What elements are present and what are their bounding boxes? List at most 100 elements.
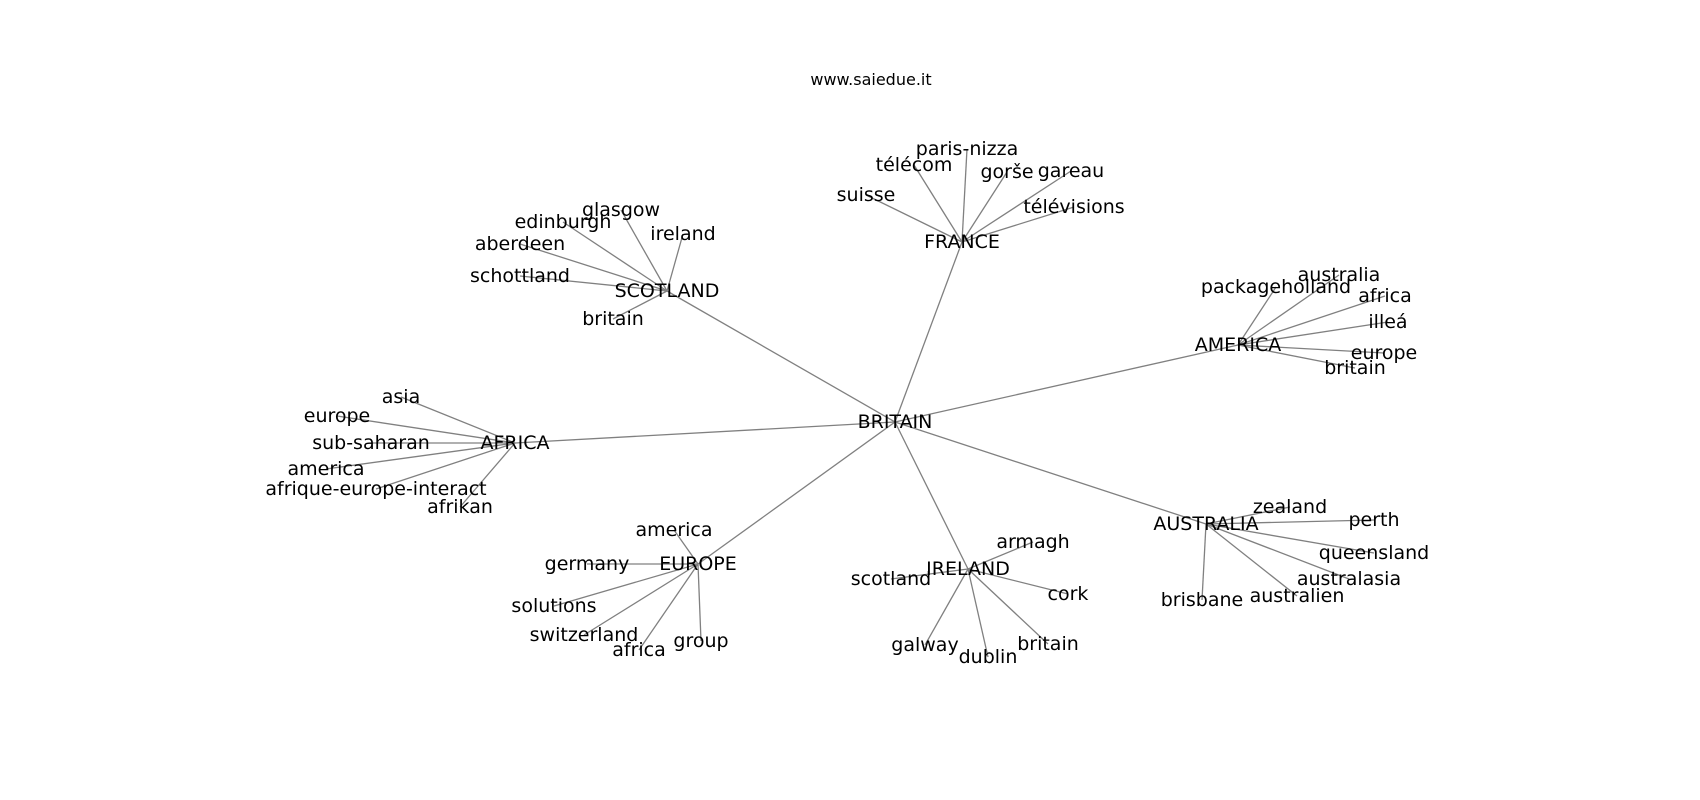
- node-leaf-france-gareau: gareau: [1038, 160, 1104, 182]
- node-leaf-france-gorse: gorše: [980, 161, 1033, 183]
- edge-ireland-scotland: [890, 568, 969, 580]
- edge-australia-queensland: [1205, 523, 1375, 554]
- node-leaf-ireland-galway: galway: [891, 634, 958, 656]
- edge-root-france: [894, 241, 963, 423]
- node-cluster-europe: EUROPE: [659, 553, 737, 575]
- edge-france-paris-nizza: [961, 148, 968, 243]
- node-leaf-ireland-britain: britain: [1017, 633, 1079, 655]
- node-leaf-australia-brisbane: brisbane: [1161, 589, 1244, 611]
- edge-america-illea: [1237, 321, 1389, 346]
- node-root: BRITAIN: [858, 411, 933, 433]
- node-leaf-america-packageholland: packageholland: [1201, 276, 1351, 298]
- node-leaf-scotland-glasgow: glasgow: [582, 199, 660, 221]
- node-leaf-australia-queensland: queensland: [1319, 542, 1429, 564]
- edge-america-europe: [1237, 344, 1385, 354]
- edge-africa-asia: [400, 396, 516, 444]
- node-leaf-america-europe: europe: [1351, 342, 1418, 364]
- node-leaf-australia-australien: australien: [1250, 585, 1345, 607]
- edge-france-suisse: [865, 194, 963, 243]
- edge-scotland-glasgow: [620, 209, 668, 292]
- edge-africa-afrikan: [459, 442, 516, 508]
- node-leaf-africa-afrique-europe-interact: afrique-europe-interact: [265, 478, 486, 500]
- node-cluster-america: AMERICA: [1195, 334, 1281, 356]
- edge-europe-solutions: [553, 563, 699, 607]
- node-leaf-scotland-britain: britain: [582, 308, 644, 330]
- node-leaf-america-britain: britain: [1324, 357, 1386, 379]
- node-leaf-ireland-dublin: dublin: [959, 646, 1018, 668]
- edge-france-televisions: [961, 206, 1075, 243]
- edges-layer: [325, 148, 1389, 658]
- edge-root-europe: [697, 421, 896, 565]
- edge-europe-switzerland: [583, 563, 699, 636]
- node-leaf-australia-australasia: australasia: [1297, 568, 1401, 590]
- edge-root-australia: [894, 421, 1207, 525]
- node-leaf-europe-solutions: solutions: [511, 595, 596, 617]
- edge-root-ireland: [894, 421, 969, 570]
- node-leaf-europe-africa: africa: [612, 639, 666, 661]
- edge-france-gorse: [961, 171, 1008, 243]
- node-leaf-africa-afrikan: afrikan: [427, 496, 493, 518]
- edge-scotland-ireland: [666, 233, 684, 292]
- node-leaf-australia-perth: perth: [1348, 509, 1399, 531]
- node-leaf-france-telecom: télécom: [876, 154, 953, 176]
- edge-australia-brisbane: [1201, 523, 1207, 601]
- node-leaf-scotland-schottland: schottland: [470, 265, 570, 287]
- edge-france-gareau: [961, 170, 1072, 243]
- node-leaf-ireland-cork: cork: [1048, 583, 1089, 605]
- edge-ireland-cork: [967, 568, 1069, 595]
- edge-root-america: [894, 344, 1239, 423]
- edge-europe-africa: [638, 563, 699, 651]
- node-leaf-france-suisse: suisse: [837, 184, 896, 206]
- edge-ireland-armagh: [967, 541, 1034, 570]
- node-leaf-scotland-aberdeen: aberdeen: [475, 233, 565, 255]
- node-leaf-ireland-scotland: scotland: [851, 568, 931, 590]
- edge-ireland-dublin: [967, 568, 989, 658]
- edge-africa-europe: [336, 415, 516, 444]
- node-leaf-scotland-ireland: ireland: [650, 223, 715, 245]
- node-leaf-america-australia: australia: [1298, 264, 1381, 286]
- edge-australia-zealand: [1205, 506, 1291, 525]
- node-leaf-europe-switzerland: switzerland: [530, 624, 639, 646]
- edge-europe-america: [673, 529, 699, 565]
- node-leaf-africa-america: america: [287, 458, 364, 480]
- node-leaf-scotland-edinburgh: edinburgh: [515, 211, 612, 233]
- edge-america-britain: [1237, 344, 1356, 369]
- edge-scotland-aberdeen: [519, 243, 668, 292]
- edge-america-packageholland: [1237, 286, 1277, 346]
- edge-france-telecom: [913, 164, 963, 243]
- edge-america-australia: [1237, 274, 1340, 346]
- node-leaf-france-televisions: télévisions: [1023, 196, 1124, 218]
- node-leaf-america-illea: illeá: [1368, 311, 1407, 333]
- edge-africa-america: [325, 442, 516, 470]
- edge-root-africa: [514, 421, 896, 444]
- node-leaf-europe-america: america: [635, 519, 712, 541]
- node-leaf-africa-europe: europe: [304, 405, 371, 427]
- node-cluster-ireland: IRELAND: [926, 558, 1010, 580]
- edge-scotland-edinburgh: [562, 221, 668, 292]
- node-leaf-europe-group: group: [673, 630, 728, 652]
- edge-australia-perth: [1205, 519, 1375, 525]
- node-cluster-scotland: SCOTLAND: [615, 280, 720, 302]
- node-leaf-europe-germany: germany: [545, 553, 630, 575]
- edge-ireland-britain: [967, 568, 1049, 645]
- node-cluster-australia: AUSTRALIA: [1153, 513, 1258, 535]
- node-leaf-africa-sub-saharan: sub-saharan: [312, 432, 430, 454]
- edge-europe-group: [697, 563, 702, 642]
- node-leaf-australia-zealand: zealand: [1253, 496, 1327, 518]
- node-cluster-africa: AFRICA: [481, 432, 550, 454]
- edge-scotland-britain: [612, 290, 668, 320]
- node-leaf-ireland-armagh: armagh: [996, 531, 1069, 553]
- site-title: www.saiedue.it: [810, 70, 932, 89]
- node-leaf-america-africa: africa: [1358, 285, 1412, 307]
- edge-ireland-galway: [924, 568, 969, 646]
- edge-scotland-schottland: [519, 275, 668, 292]
- edge-root-scotland: [666, 290, 896, 423]
- edge-africa-afrique-europe-interact: [375, 442, 516, 490]
- edge-australia-australasia: [1205, 523, 1350, 580]
- node-leaf-africa-asia: asia: [382, 386, 420, 408]
- edge-australia-australien: [1205, 523, 1298, 597]
- node-cluster-france: FRANCE: [924, 231, 1000, 253]
- node-leaf-france-paris-nizza: paris-nizza: [916, 138, 1018, 160]
